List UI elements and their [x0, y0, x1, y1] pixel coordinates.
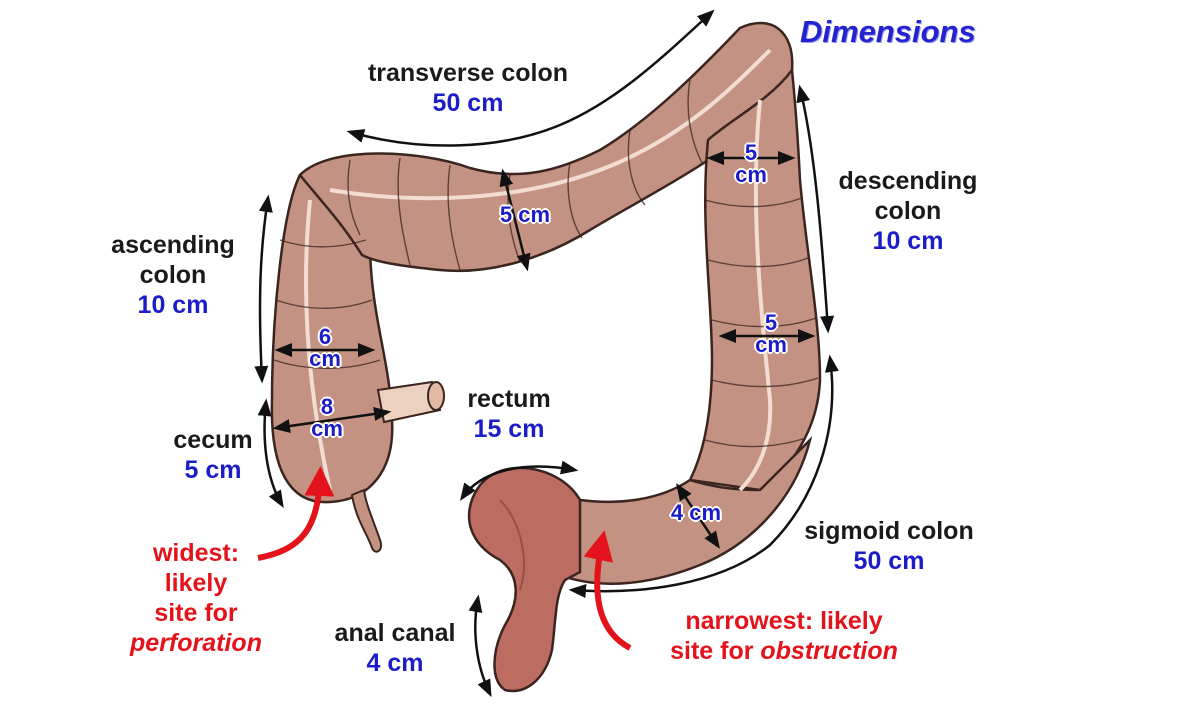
transverse-colon-label: transverse colon 50 cm [338, 58, 598, 118]
descending-colon-name-line2: colon [874, 197, 942, 225]
cecum-diameter-value: 8 [320, 394, 334, 419]
widest-note-line1: widest: [152, 539, 240, 567]
sigmoid-colon-name: sigmoid colon [804, 517, 974, 545]
cecum-length: 5 cm [184, 456, 242, 484]
descending-colon-label: descending colon 10 cm [818, 166, 998, 256]
cecum-label: cecum 5 cm [158, 425, 268, 485]
sigmoid-colon-label: sigmoid colon 50 cm [776, 516, 1002, 576]
narrowest-note-emphasis: obstruction [760, 637, 898, 665]
rectum-label: rectum 15 cm [446, 384, 572, 444]
anal-canal-name: anal canal [334, 619, 456, 647]
descending-upper-diameter-unit: cm [735, 162, 767, 187]
cecum-diameter-label: 8 cm [302, 396, 352, 440]
descending-lower-diameter-unit: cm [755, 332, 787, 357]
rectum-name: rectum [467, 385, 551, 413]
transverse-colon-name: transverse colon [367, 59, 569, 87]
cecum-diameter-unit: cm [311, 416, 343, 441]
narrowest-note-prefix: site for [670, 637, 761, 665]
diagram-title: Dimensions [800, 14, 976, 49]
widest-pointer-arrow [257, 466, 335, 561]
rectum-length: 15 cm [473, 415, 545, 443]
descending-upper-diameter-label: 5 cm [726, 142, 776, 186]
descending-upper-diameter-value: 5 [744, 140, 758, 165]
widest-note: widest: likely site for perforation [108, 538, 284, 658]
ascending-diameter-label: 6 cm [300, 326, 350, 370]
sigmoid-diameter-label: 4 cm [670, 500, 722, 525]
transverse-diameter-label: 5 cm [499, 202, 551, 227]
ascending-colon-name-line1: ascending [111, 231, 235, 259]
narrowest-note-line1: narrowest: likely [685, 607, 883, 635]
ascending-colon-label: ascending colon 10 cm [92, 230, 254, 320]
ascending-diameter-unit: cm [309, 346, 341, 371]
transverse-colon-length: 50 cm [432, 89, 504, 117]
cecum-name: cecum [173, 426, 253, 454]
rectum-shape [467, 466, 582, 693]
anal-canal-label: anal canal 4 cm [312, 618, 478, 678]
descending-colon-length: 10 cm [872, 227, 944, 255]
widest-note-line2: likely [164, 569, 228, 597]
narrowest-note: narrowest: likely site for obstruction [632, 606, 936, 666]
ascending-diameter-value: 6 [318, 324, 332, 349]
widest-note-line4: perforation [130, 629, 262, 657]
sigmoid-colon-length: 50 cm [853, 547, 925, 575]
widest-note-line3: site for [154, 599, 238, 627]
ascending-colon-name-line2: colon [139, 261, 207, 289]
appendix-shape [350, 488, 382, 553]
narrowest-pointer-arrow [583, 530, 632, 651]
descending-colon-name-line1: descending [838, 167, 978, 195]
ascending-colon-length: 10 cm [137, 291, 209, 319]
narrowest-note-line2: site for obstruction [632, 636, 936, 666]
descending-lower-diameter-value: 5 [764, 310, 778, 335]
descending-lower-diameter-label: 5 cm [746, 312, 796, 356]
anal-canal-length: 4 cm [366, 649, 424, 677]
